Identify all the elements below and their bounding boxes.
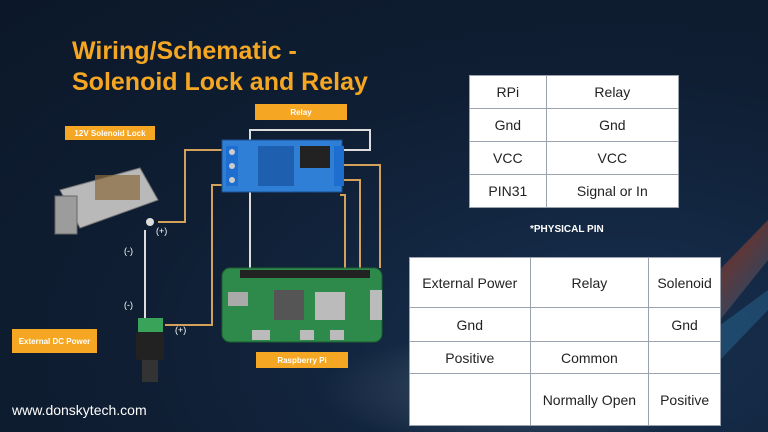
- relay-module: [221, 139, 344, 193]
- table-cell: Gnd: [469, 108, 547, 142]
- wire-gnd: [340, 194, 346, 268]
- minus-marker-bottom: (-): [124, 300, 133, 310]
- table-cell: Positive: [648, 373, 721, 426]
- table-cell: External Power: [409, 257, 531, 308]
- raspberry-pi-board: [221, 267, 383, 343]
- table-cell: VCC: [469, 141, 547, 175]
- dc-power-jack: [136, 318, 164, 382]
- table-cell: Signal or In: [545, 174, 680, 208]
- table-cell: Normally Open: [529, 373, 650, 426]
- title-line-2: Solenoid Lock and Relay: [72, 68, 368, 96]
- table-cell: Gnd: [648, 307, 721, 342]
- power-label: External DC Power: [12, 329, 97, 353]
- wire-power-pos: [165, 184, 222, 326]
- table-cell: [409, 373, 531, 426]
- footer-url: www.donskytech.com: [12, 402, 147, 418]
- page-title: Wiring/Schematic - Solenoid Lock and Rel…: [72, 36, 368, 98]
- wire-signal: [340, 179, 361, 268]
- table-cell: [529, 307, 650, 342]
- table-cell: Solenoid: [648, 257, 721, 308]
- table-cell: [648, 341, 721, 374]
- wire-relay-to-solenoid: [158, 149, 222, 223]
- table-cell: PIN31: [469, 174, 547, 208]
- table-cell: Gnd: [545, 108, 680, 142]
- table-cell: Common: [529, 341, 650, 374]
- table-cell: Relay: [529, 257, 650, 308]
- pi-label: Raspberry Pi: [256, 352, 348, 368]
- minus-marker-top: (-): [124, 246, 133, 256]
- table-row: Gnd Gnd: [409, 307, 721, 342]
- table-cell: RPi: [469, 75, 547, 109]
- table-cell: Positive: [409, 341, 531, 374]
- table-cell: VCC: [545, 141, 680, 175]
- table-cell: Relay: [545, 75, 680, 109]
- title-line-1: Wiring/Schematic -: [72, 37, 297, 65]
- table-cell: Gnd: [409, 307, 531, 342]
- plus-marker-bottom: (+): [175, 325, 187, 335]
- wire-vcc: [340, 164, 381, 268]
- relay-label: Relay: [255, 104, 347, 120]
- physical-pin-note: *PHYSICAL PIN: [530, 224, 604, 235]
- solenoid-lock: [54, 167, 159, 235]
- solenoid-label: 12V Solenoid Lock: [65, 126, 155, 140]
- plus-marker-top: (+): [156, 226, 168, 236]
